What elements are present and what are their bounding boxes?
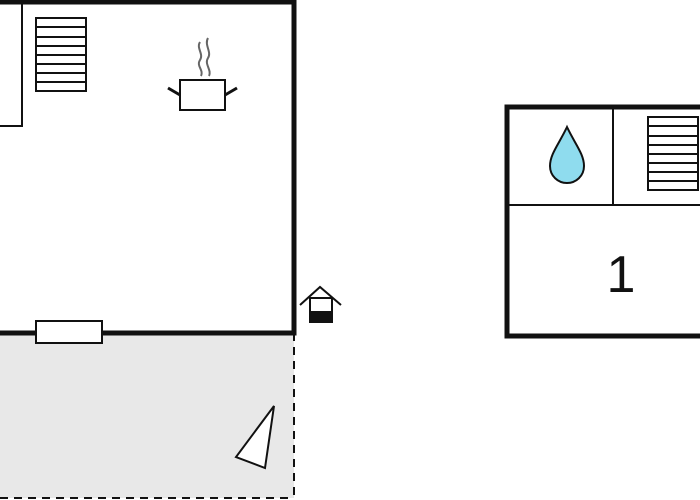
upper-floor-room: 1 — [504, 104, 700, 339]
stairs-icon — [35, 17, 87, 92]
main-floor-room — [0, 0, 297, 344]
window-opening — [35, 320, 103, 344]
upper-room-walls — [504, 104, 700, 339]
stairs-icon — [647, 116, 699, 191]
house-entrance-icon — [299, 285, 342, 323]
main-room-walls — [0, 0, 297, 336]
room-number-label: 1 — [607, 246, 636, 304]
partition-wall — [0, 2, 23, 127]
terrace-area — [0, 333, 295, 499]
cooking-pot-icon — [167, 37, 238, 111]
terrace-fill — [0, 333, 294, 498]
sun-lounger-icon — [234, 405, 275, 470]
water-drop-icon — [548, 124, 586, 185]
